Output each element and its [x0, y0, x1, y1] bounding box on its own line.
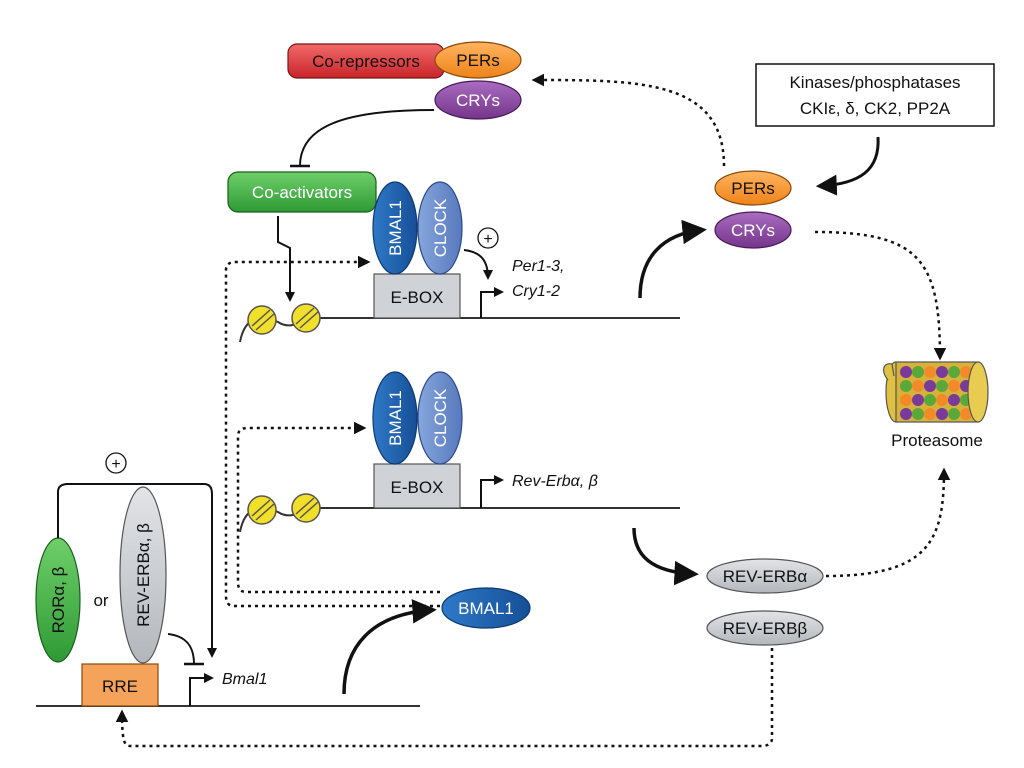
rev-erb-gene-label: Rev-Erbα, β — [512, 473, 598, 490]
per-gene-label: Per1-3, — [512, 258, 564, 275]
kinases-box: Kinases/phosphatases CKIε, δ, CK2, PP2A — [755, 63, 995, 127]
bmal1-gene-label: Bmal1 — [222, 671, 267, 688]
translation-arrow-middle — [632, 527, 699, 586]
plus-upper: + — [483, 231, 492, 248]
plus-upper-circle — [477, 227, 499, 249]
ebox-upper — [373, 273, 461, 319]
nucleosome — [247, 495, 277, 525]
bmal1-upper-ellipse — [372, 181, 418, 275]
ebox-middle-label: E-BOX — [391, 478, 444, 497]
clock-upper-ellipse — [417, 181, 463, 275]
tss-arrow-upper — [480, 287, 504, 318]
co-activators-label: Co-activators — [252, 183, 352, 202]
repression-curve — [299, 109, 435, 167]
bmal1-middle-ellipse — [372, 371, 418, 465]
clock-upper-label: CLOCK — [431, 198, 450, 257]
degradation-dotted-arrow-bottom — [825, 467, 951, 578]
proteasome-label: Proteasome — [891, 431, 983, 450]
kinases-line2: CKIε, δ, CK2, PP2A — [800, 99, 951, 118]
plus-bottom: + — [111, 456, 120, 473]
crys-top-ellipse — [434, 80, 522, 120]
rev-erb-alpha-label: REV-ERBα — [723, 567, 808, 586]
translation-arrow-bottom — [342, 599, 437, 695]
nucleosome — [247, 305, 277, 335]
crys-right-ellipse — [714, 211, 792, 249]
bmal1-protein-ellipse — [441, 587, 531, 629]
or-label: or — [93, 591, 108, 610]
proteasome-icon — [883, 361, 989, 423]
pers-crys-complex: PERs CRYs — [714, 170, 792, 249]
rev-erb-ab-label: REV-ERBα, β — [134, 523, 153, 627]
rev-erb-feedback-dotted-arrow — [115, 648, 774, 748]
co-repressors-complex: Co-repressors PERs CRYs — [287, 41, 522, 120]
nucleosome — [291, 493, 321, 523]
cry-gene-label: Cry1-2 — [512, 283, 560, 300]
activation-arrow-upper — [463, 249, 493, 280]
rev-erb-alpha-ellipse — [706, 558, 824, 594]
kinases-arrow — [815, 136, 880, 196]
nuclear-entry-dotted-arrow — [531, 73, 726, 167]
degradation-dotted-arrow-top — [814, 230, 947, 361]
ror-label: RORα, β — [49, 566, 68, 633]
clock-middle-label: CLOCK — [431, 388, 450, 447]
translation-arrow-upper — [638, 219, 707, 299]
rre-label: RRE — [102, 677, 138, 696]
crys-top-label: CRYs — [456, 91, 500, 110]
pers-right-label: PERs — [731, 179, 774, 198]
co-repressors-label: Co-repressors — [312, 52, 420, 71]
bmal1-upper-label: BMAL1 — [386, 200, 405, 256]
rre-box — [81, 663, 159, 707]
rev-erb-beta-label: REV-ERBβ — [723, 619, 808, 638]
ebox-upper-label: E-BOX — [391, 288, 444, 307]
co-activators-box — [227, 171, 377, 213]
bmal1-feedback-dotted-inner — [236, 421, 440, 594]
rev-erb-ab-ellipse — [119, 486, 167, 664]
nucleosome-pair-upper — [247, 303, 321, 335]
rev-erb-beta-ellipse — [706, 610, 824, 646]
rev-erb-repression-curve — [167, 633, 195, 665]
bmal1-protein-label: BMAL1 — [458, 599, 514, 618]
ebox-middle — [373, 463, 461, 509]
kinases-line1: Kinases/phosphatases — [789, 73, 960, 92]
bmal1-middle-label: BMAL1 — [386, 390, 405, 446]
pers-right-ellipse — [714, 170, 792, 206]
crys-right-label: CRYs — [731, 221, 775, 240]
plus-bottom-circle — [105, 452, 127, 474]
tss-arrow-bottom — [189, 673, 214, 706]
clock-middle-ellipse — [417, 371, 463, 465]
co-activators-arrow — [277, 216, 295, 302]
nucleosome-pair-middle — [247, 493, 321, 525]
nucleosome — [291, 303, 321, 333]
tss-arrow-middle — [480, 475, 504, 508]
pers-top-ellipse — [434, 41, 522, 79]
ror-activation-arrow — [57, 483, 217, 658]
pers-top-label: PERs — [456, 51, 499, 70]
